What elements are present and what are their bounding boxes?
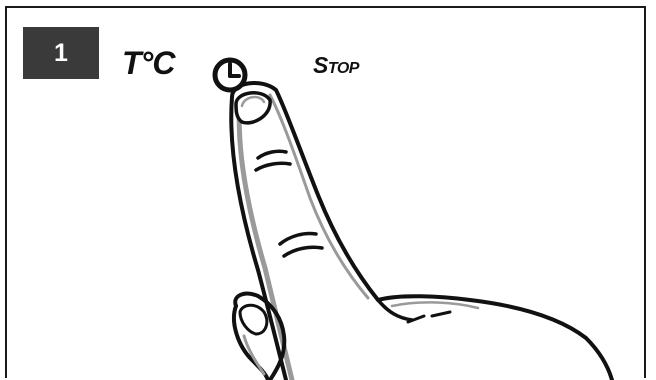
thumbnail <box>240 305 267 334</box>
knuckle-crease-upper-2 <box>256 163 290 170</box>
knuckle-crease-lower-2 <box>284 247 322 256</box>
knuckle-crease-upper-1 <box>258 151 286 158</box>
dash-mark-2 <box>432 312 450 316</box>
index-finger-outline <box>232 83 612 380</box>
knuckle-crease-lower-1 <box>280 233 316 244</box>
hand-back-shading <box>392 302 478 308</box>
